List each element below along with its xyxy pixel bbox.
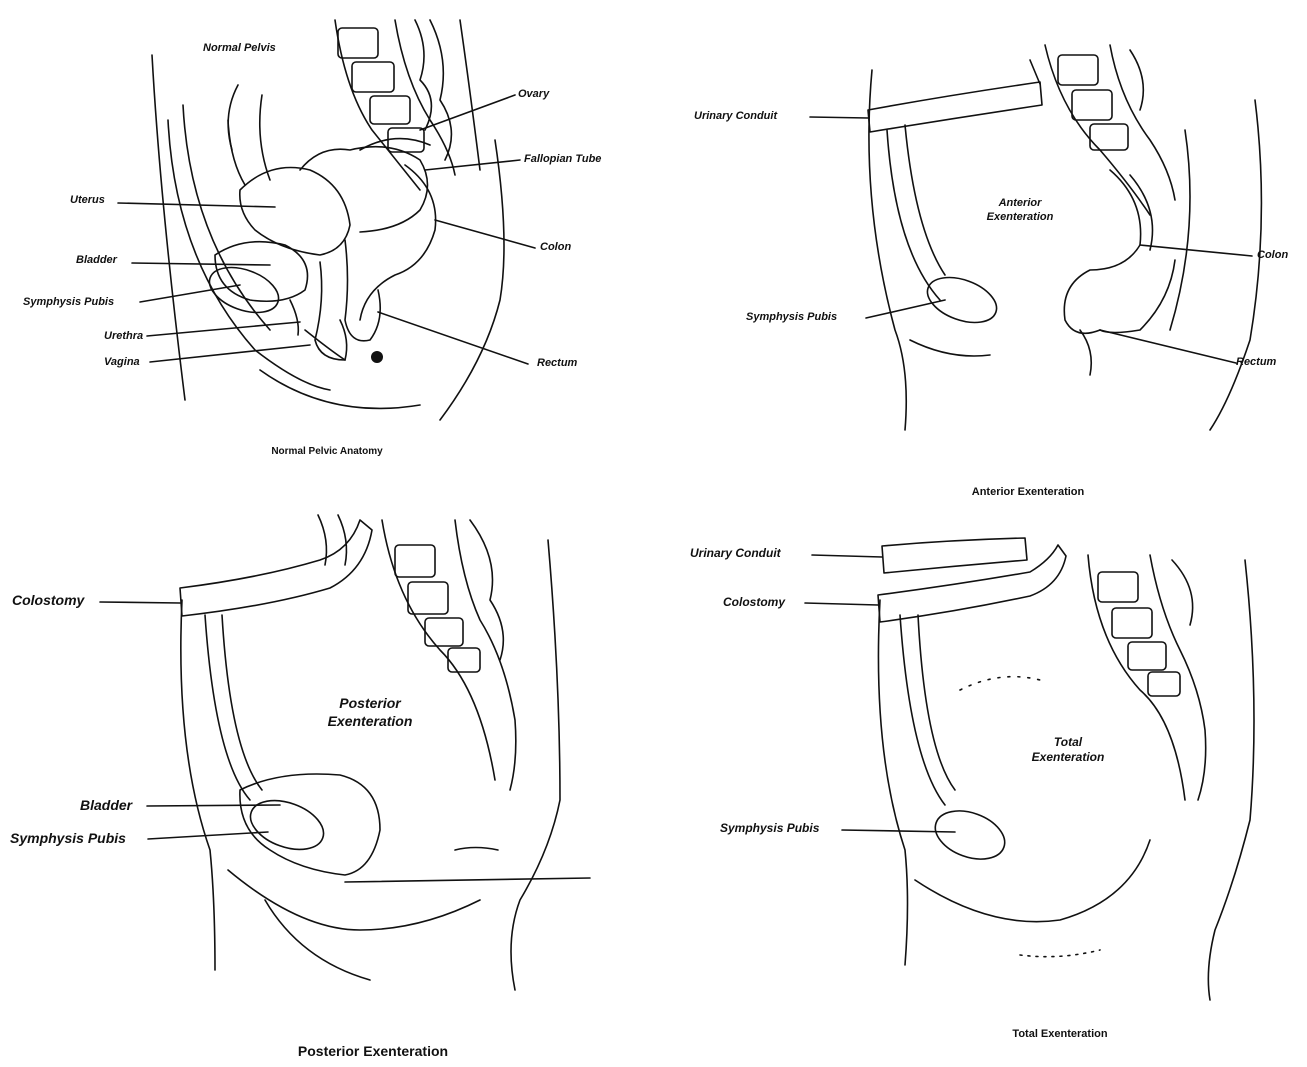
vagina-label: Vagina	[104, 356, 140, 368]
symphysis-pubis-shape	[203, 259, 284, 321]
colon-loop	[360, 165, 436, 320]
center-text-line-1: Anterior	[987, 197, 1054, 211]
fallopian-tube-label: Fallopian Tube	[524, 153, 601, 165]
posterior-exenteration-caption: Posterior Exenteration	[298, 1043, 448, 1059]
normal-pelvis-drawing	[118, 20, 535, 420]
symphysis-pubis-label: Symphysis Pubis	[10, 830, 126, 846]
posterior-exenteration-center-text: Posterior Exenteration	[328, 695, 413, 730]
normal-pelvic-anatomy-caption: Normal Pelvic Anatomy	[271, 446, 382, 457]
center-text-line-2: Exenteration	[987, 211, 1054, 225]
total-exenteration-caption: Total Exenteration	[1012, 1028, 1107, 1040]
urethra-label: Urethra	[104, 330, 143, 342]
colostomy-shape	[180, 520, 372, 616]
anterior-exenteration-caption: Anterior Exenteration	[972, 486, 1084, 498]
colostomy-shape	[878, 545, 1066, 622]
total-exenteration-center-text: Total Exenteration	[1032, 735, 1105, 765]
bladder-label: Bladder	[80, 797, 132, 813]
posterior-exenteration-drawing	[100, 515, 590, 990]
symphysis-pubis-label: Symphysis Pubis	[746, 311, 837, 323]
rectum-label: Rectum	[537, 357, 577, 369]
rectum-label: Rectum	[1236, 356, 1276, 368]
symphysis-pubis-label: Symphysis Pubis	[23, 296, 114, 308]
center-text-line-1: Total	[1032, 735, 1105, 750]
urinary-conduit-shape	[882, 538, 1027, 573]
total-exenteration-drawing	[805, 538, 1254, 1000]
colon-shape	[1064, 170, 1140, 333]
symphysis-pubis-shape	[244, 791, 330, 858]
urinary-conduit-label: Urinary Conduit	[694, 110, 777, 122]
urinary-conduit-shape	[868, 82, 1042, 132]
colostomy-label: Colostomy	[12, 592, 84, 608]
center-text-line-2: Exenteration	[328, 713, 413, 731]
anterior-exenteration-center-text: Anterior Exenteration	[987, 197, 1054, 225]
symphysis-pubis-shape	[929, 802, 1012, 868]
symphysis-pubis-shape	[921, 269, 1002, 331]
center-text-line-1: Posterior	[328, 695, 413, 713]
urinary-conduit-label: Urinary Conduit	[690, 546, 781, 560]
anterior-exenteration-drawing	[810, 45, 1261, 430]
uterus-label: Uterus	[70, 194, 105, 206]
normal-pelvis-title: Normal Pelvis	[203, 42, 276, 54]
colon-label: Colon	[540, 241, 571, 253]
colon-label: Colon	[1257, 249, 1288, 261]
center-text-line-2: Exenteration	[1032, 750, 1105, 765]
symphysis-pubis-label: Symphysis Pubis	[720, 821, 819, 835]
bladder-label: Bladder	[76, 254, 117, 266]
ovary-label: Ovary	[518, 88, 549, 100]
colostomy-label: Colostomy	[723, 595, 785, 609]
